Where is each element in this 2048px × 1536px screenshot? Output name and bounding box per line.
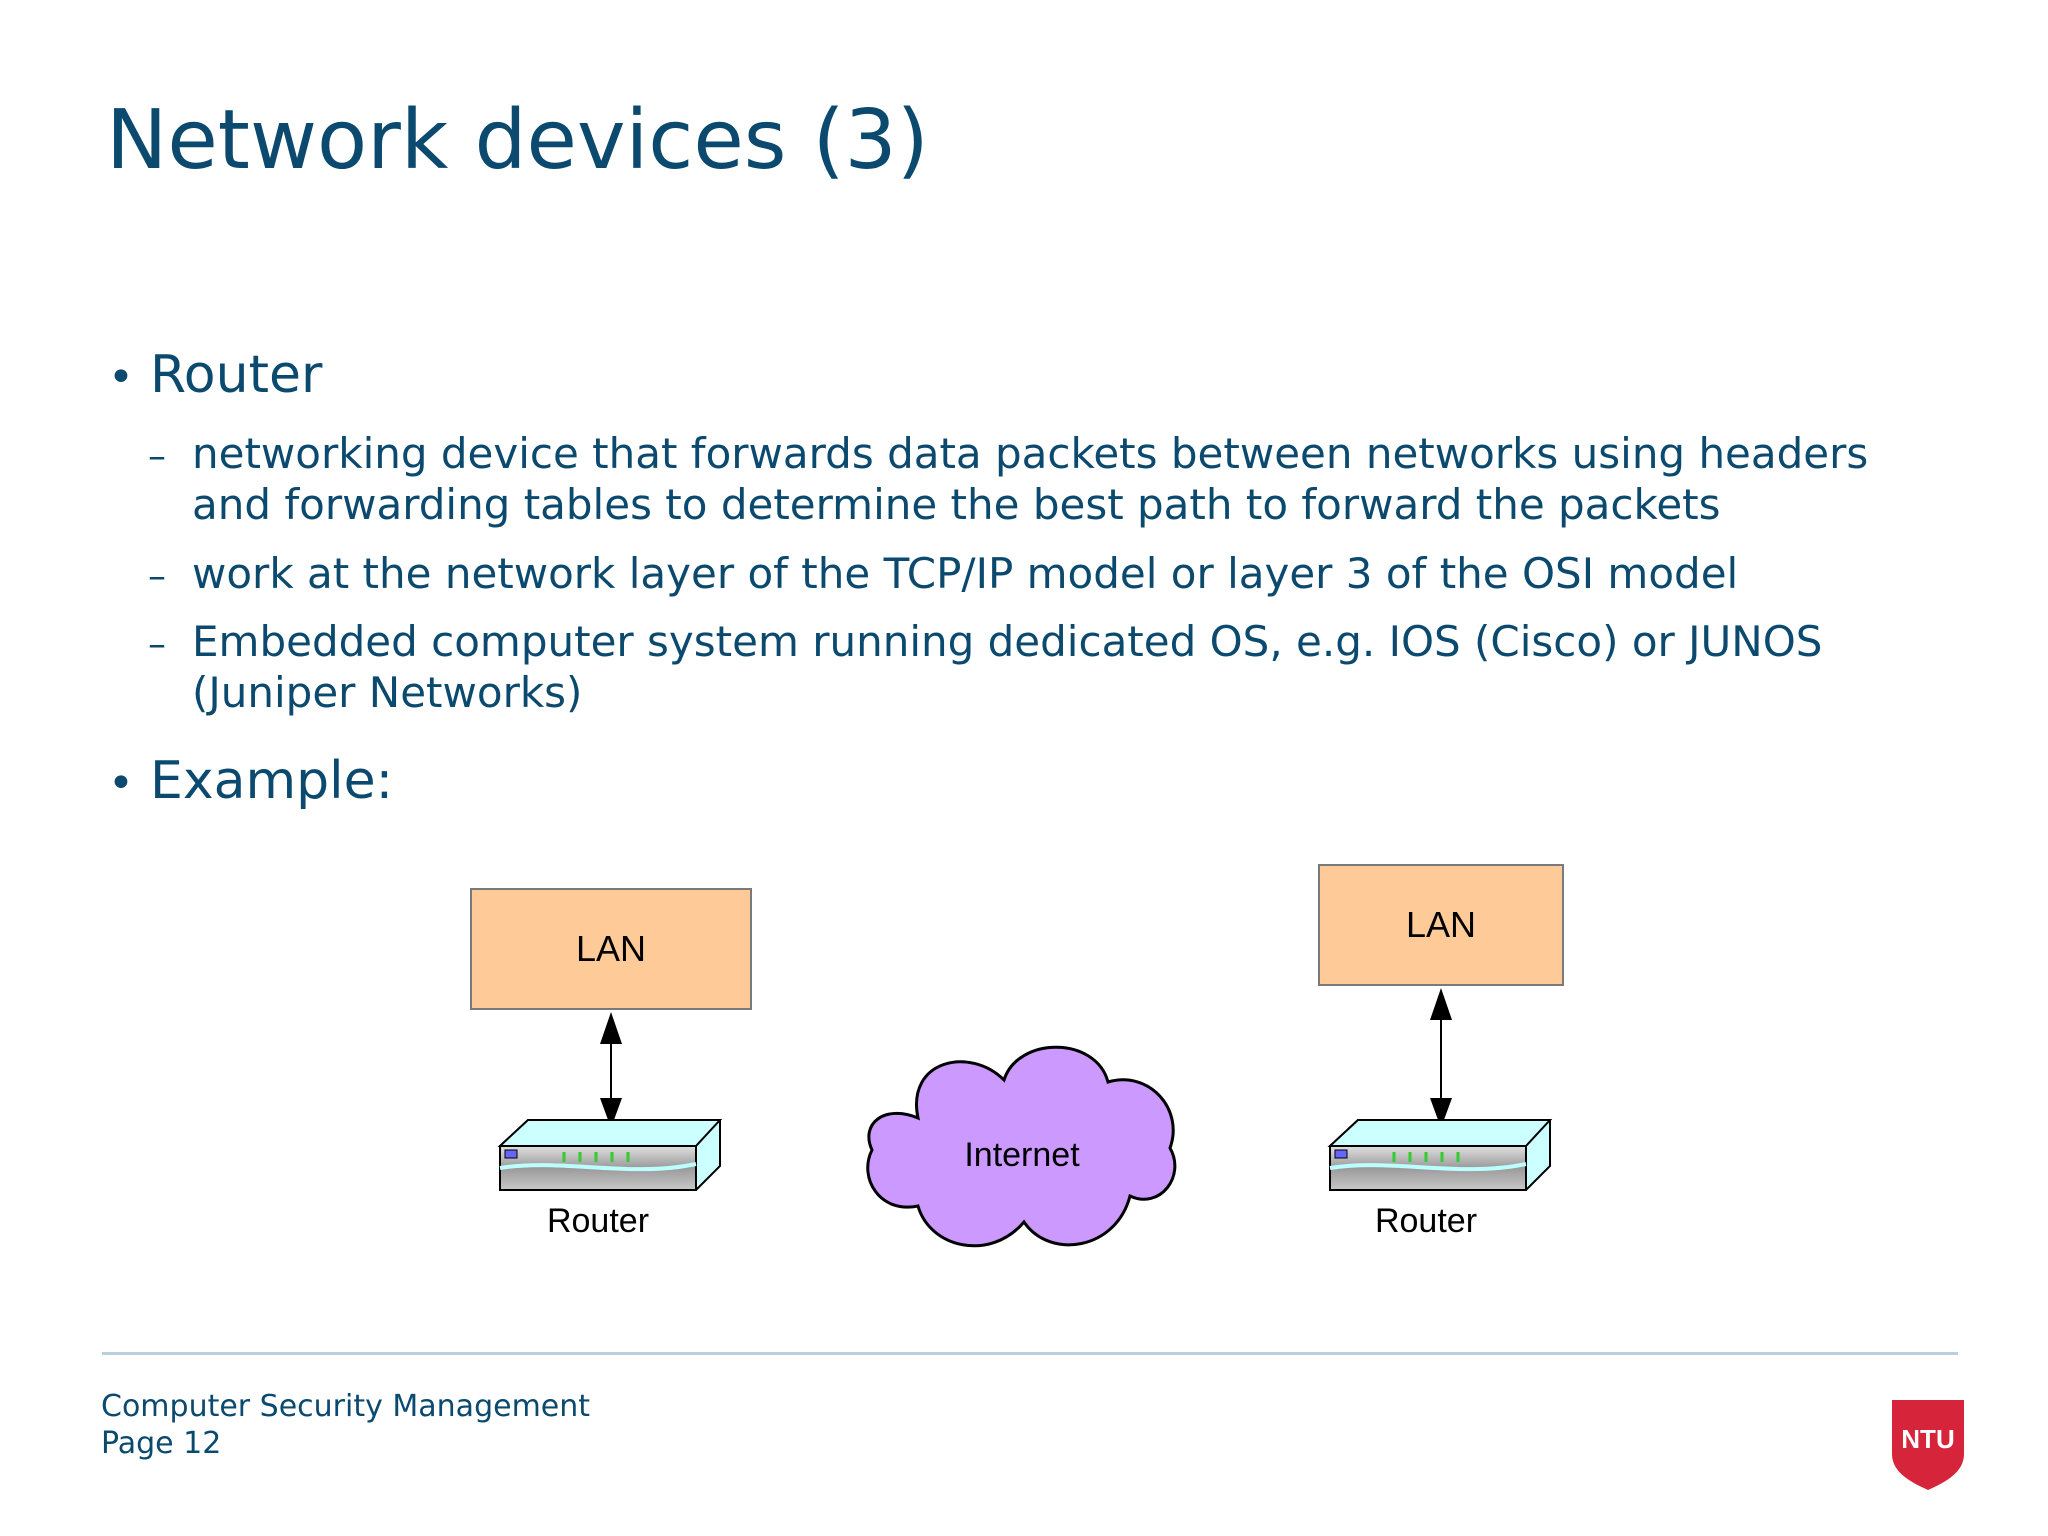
- bullet-example: • Example:: [108, 750, 393, 812]
- left-router-icon: [497, 1119, 723, 1191]
- subitem: – work at the network layer of the TCP/I…: [148, 548, 1948, 602]
- ntu-logo: NTU: [1892, 1400, 1964, 1490]
- subitem: – networking device that forwards data p…: [148, 428, 1948, 530]
- left-connector-arrow: [600, 1012, 622, 1128]
- footer-course: Computer Security Management: [101, 1389, 591, 1424]
- dash-marker: –: [148, 624, 166, 665]
- right-connector-arrow: [1430, 988, 1452, 1128]
- bullet-dot: •: [108, 352, 134, 403]
- left-router-label: Router: [546, 1202, 650, 1240]
- subitem-text: work at the network layer of the TCP/IP …: [192, 549, 1739, 598]
- dash-marker: –: [148, 436, 166, 477]
- footer-divider: [102, 1352, 1958, 1355]
- logo-text: NTU: [1901, 1424, 1954, 1454]
- slide-title: Network devices (3): [106, 93, 929, 188]
- bullet-label: Router: [150, 345, 323, 405]
- internet-label: Internet: [964, 1136, 1080, 1174]
- footer-page: Page 12: [101, 1426, 222, 1461]
- dash-marker: –: [148, 556, 166, 597]
- subitem-text: networking device that forwards data pac…: [192, 429, 1869, 529]
- left-lan-box: LAN: [470, 888, 752, 1010]
- bullet-router: • Router: [108, 344, 322, 406]
- internet-cloud-icon: [866, 1045, 1177, 1248]
- bullet-dot: •: [108, 758, 134, 809]
- right-lan-box: LAN: [1318, 864, 1564, 986]
- footer: Computer Security Management Page 12: [101, 1388, 590, 1462]
- bullet-label: Example:: [150, 751, 394, 811]
- subitem-text: Embedded computer system running dedicat…: [192, 617, 1823, 717]
- right-router-icon: [1327, 1119, 1553, 1191]
- subitem: – Embedded computer system running dedic…: [148, 616, 1948, 718]
- right-router-label: Router: [1374, 1202, 1478, 1240]
